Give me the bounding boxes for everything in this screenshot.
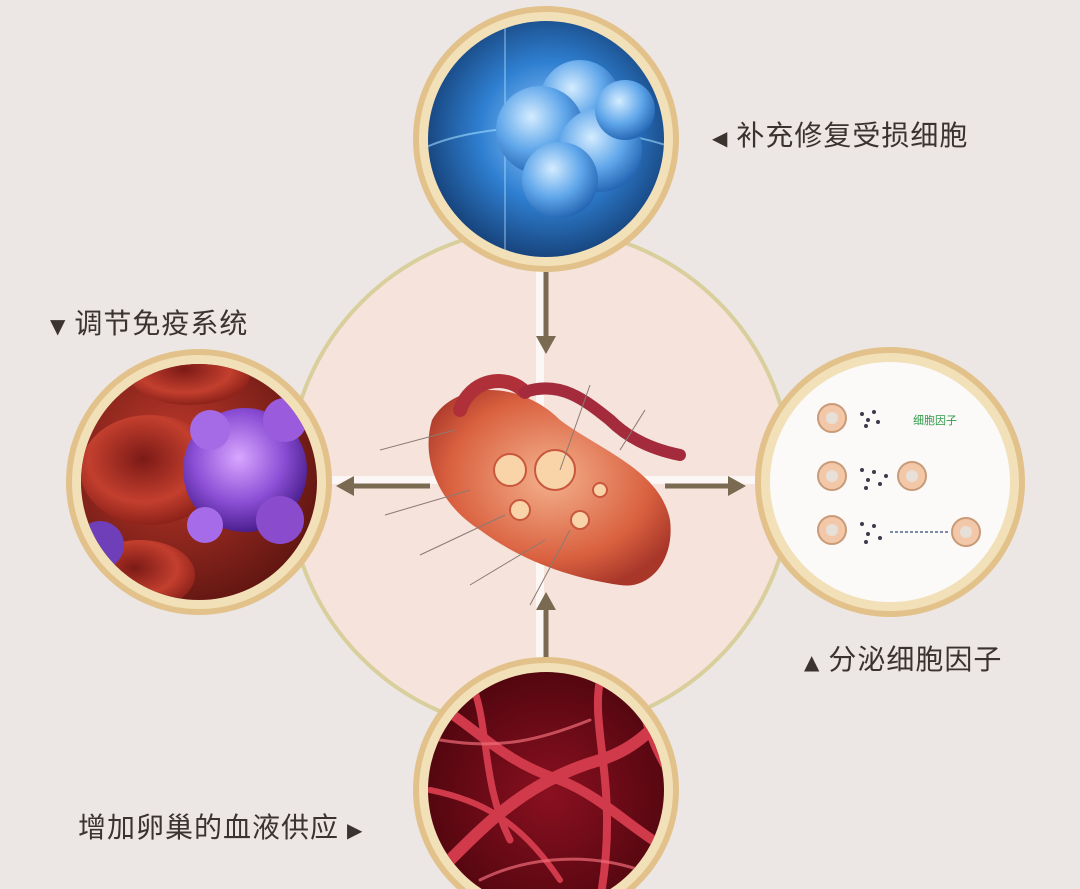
blood-vessels-image (413, 657, 679, 889)
cytokine-image: 细胞因子 (755, 347, 1025, 617)
triangle-down-icon: ▼ (50, 314, 67, 338)
label-increase-blood-supply-text: 增加卵巢的血液供应 (78, 811, 340, 844)
label-increase-blood-supply: 增加卵巢的血液供应 ▶ (78, 806, 371, 846)
label-secrete-cytokines: ▲ 分泌细胞因子 (796, 638, 1002, 678)
flow-arrows (336, 272, 746, 660)
immune-cells-image (66, 349, 332, 615)
triangle-left-icon: ◀ (712, 126, 729, 150)
label-repair-damaged-cells-text: 补充修复受损细胞 (736, 119, 969, 152)
label-repair-damaged-cells: ◀ 补充修复受损细胞 (704, 114, 968, 154)
triangle-right-icon: ▶ (347, 818, 364, 842)
triangle-up-icon: ▲ (804, 650, 821, 674)
label-regulate-immune: ▼ 调节免疫系统 (42, 302, 248, 342)
cytokine-label: 细胞因子 (913, 414, 957, 427)
ovary-illustration (379, 374, 686, 606)
label-regulate-immune-text: 调节免疫系统 (74, 307, 249, 340)
stem-cell-image (413, 6, 679, 272)
label-secrete-cytokines-text: 分泌细胞因子 (828, 643, 1003, 676)
